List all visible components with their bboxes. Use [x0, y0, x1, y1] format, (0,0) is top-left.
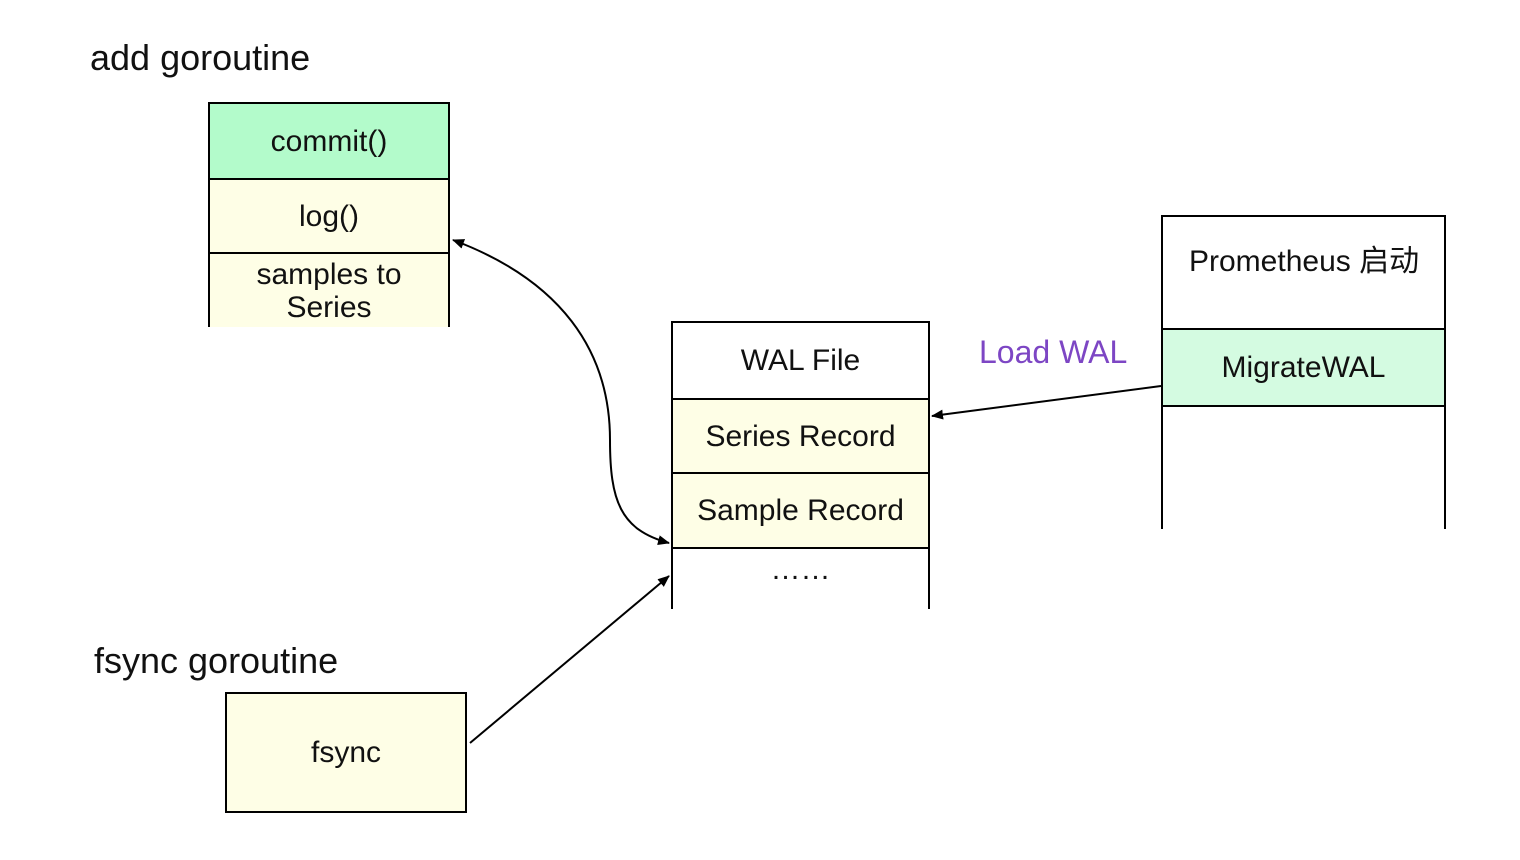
commit-cell: commit()	[210, 104, 448, 178]
prometheus-box: Prometheus 启动 MigrateWAL	[1161, 215, 1446, 529]
sample-record-cell: Sample Record	[673, 472, 928, 547]
fsync-to-wal-arrow	[469, 575, 670, 744]
fsync-goroutine-title: fsync goroutine	[94, 640, 339, 681]
load-wal-label: Load WAL	[979, 334, 1128, 370]
prometheus-empty-cell	[1163, 405, 1444, 529]
add-goroutine-title: add goroutine	[90, 37, 311, 78]
wal-file-header-cell: WAL File	[673, 323, 928, 398]
samples-to-series-cell: samples to Series	[210, 252, 448, 327]
wal-file-box: WAL File Series Record Sample Record ……	[671, 321, 930, 609]
log-to-wal-bidirectional-arrow	[452, 239, 670, 546]
prometheus-startup-cell: Prometheus 启动	[1163, 217, 1444, 328]
ellipsis-cell: ……	[673, 547, 928, 609]
series-record-cell: Series Record	[673, 398, 928, 472]
fsync-box: fsync	[225, 692, 467, 813]
load-wal-arrow	[931, 385, 1162, 420]
fsync-cell: fsync	[227, 694, 465, 811]
log-cell: log()	[210, 178, 448, 252]
migrate-wal-cell: MigrateWAL	[1163, 328, 1444, 405]
add-goroutine-box: commit() log() samples to Series	[208, 102, 450, 327]
